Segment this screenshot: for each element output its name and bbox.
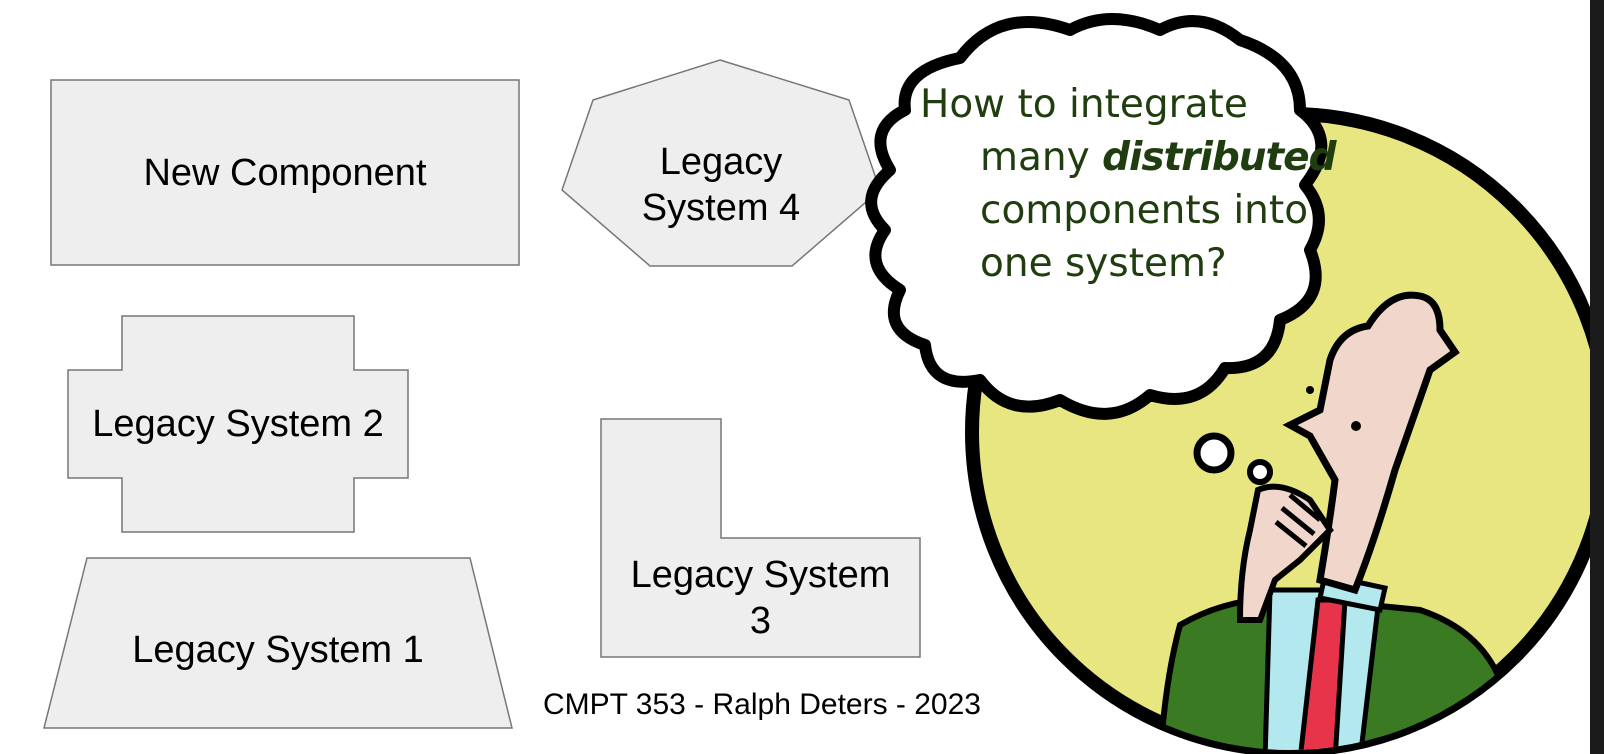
thought-text: How to integrate many distributed compon…	[920, 78, 1337, 290]
legacy-system-1-label: Legacy System 1	[132, 629, 424, 671]
thought-line-4: one system?	[980, 241, 1227, 286]
slide-footer: CMPT 353 - Ralph Deters - 2023	[543, 688, 981, 721]
hand	[1236, 483, 1334, 623]
legacy-system-3-line2: 3	[749, 600, 772, 642]
thought-line-2-text: many	[980, 135, 1103, 180]
legacy-system-4-line2: System 4	[641, 187, 801, 229]
legacy-system-4-line1: Legacy	[659, 141, 783, 183]
thought-line-2: many distributed	[920, 131, 1337, 184]
thought-line-1: How to integrate	[920, 82, 1248, 127]
thought-bubble-large	[1193, 432, 1235, 474]
thought-line-3: components into	[980, 188, 1309, 233]
legacy-system-3-label: Legacy System 3	[601, 548, 920, 648]
legacy-system-4-shape	[561, 59, 881, 267]
legacy-system-2-shape	[67, 315, 409, 533]
thought-cloud	[865, 13, 1328, 420]
legacy-system-3-line1: Legacy System	[630, 554, 891, 596]
legacy-system-4-label: Legacy System 4	[562, 100, 880, 270]
thought-bubble-small	[1247, 459, 1273, 485]
thought-emphasis: distributed	[1102, 135, 1336, 180]
window-edge-bar	[1590, 0, 1604, 754]
head	[1282, 291, 1460, 595]
legacy-system-3-shape	[600, 418, 921, 658]
legacy-system-1-shape	[43, 557, 513, 729]
legacy-system-2-label: Legacy System 2	[92, 403, 384, 445]
new-component-shape	[50, 79, 520, 266]
new-component-label: New Component	[143, 151, 427, 194]
